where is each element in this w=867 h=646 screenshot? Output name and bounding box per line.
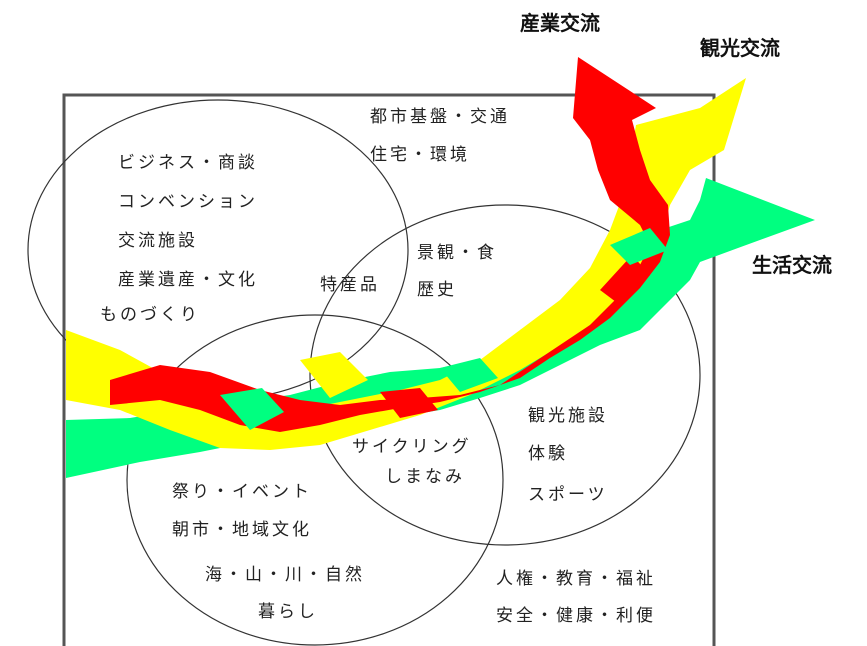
right-item-2: 歴史 (417, 280, 457, 300)
weave-2 (300, 352, 368, 398)
weave-3 (380, 388, 438, 418)
bottom-item-3: 海・山・川・自然 (205, 565, 365, 585)
bottom-item-1: 祭り・イベント (172, 482, 312, 502)
weave-5 (520, 305, 575, 352)
bottom-right-line-1: 人権・教育・福祉 (496, 569, 656, 589)
right-item-5: スポーツ (528, 485, 608, 505)
left-item-4: 産業遺産・文化 (118, 270, 258, 290)
weave-7 (610, 228, 668, 265)
weave-4 (440, 358, 498, 392)
left-item-5: ものづくり (100, 305, 200, 325)
braid (66, 57, 815, 478)
weave-1 (220, 388, 284, 430)
top-line-2: 住宅・環境 (370, 145, 470, 165)
left-item-2: コンベンション (118, 192, 258, 212)
top-line-1: 都市基盤・交通 (370, 107, 510, 127)
label-tourism-exchange: 観光交流 (700, 36, 780, 60)
right-item-1: 景観・食 (417, 243, 497, 263)
circle-living (126, 314, 504, 646)
left-item-1: ビジネス・商談 (118, 153, 258, 173)
right-item-4: 体験 (528, 444, 568, 464)
diagram-frame (62, 93, 716, 646)
label-living-exchange: 生活交流 (752, 253, 832, 277)
weave-6 (600, 255, 650, 305)
left-item-3: 交流施設 (118, 231, 198, 251)
overlap-tokusanhin: 特産品 (320, 275, 380, 295)
bottom-item-4: 暮らし (258, 602, 318, 622)
circle-tourism (309, 204, 701, 546)
braid-red-strand (110, 57, 670, 432)
label-industry-exchange: 産業交流 (520, 11, 600, 35)
bottom-item-2: 朝市・地域文化 (172, 520, 312, 540)
right-item-3: 観光施設 (528, 406, 608, 426)
bottom-right-line-2: 安全・健康・利便 (496, 606, 656, 626)
overlap-cycling-2: しまなみ (385, 467, 465, 487)
braid-yellow-strand (66, 78, 746, 450)
overlap-cycling-1: サイクリング (352, 437, 472, 457)
